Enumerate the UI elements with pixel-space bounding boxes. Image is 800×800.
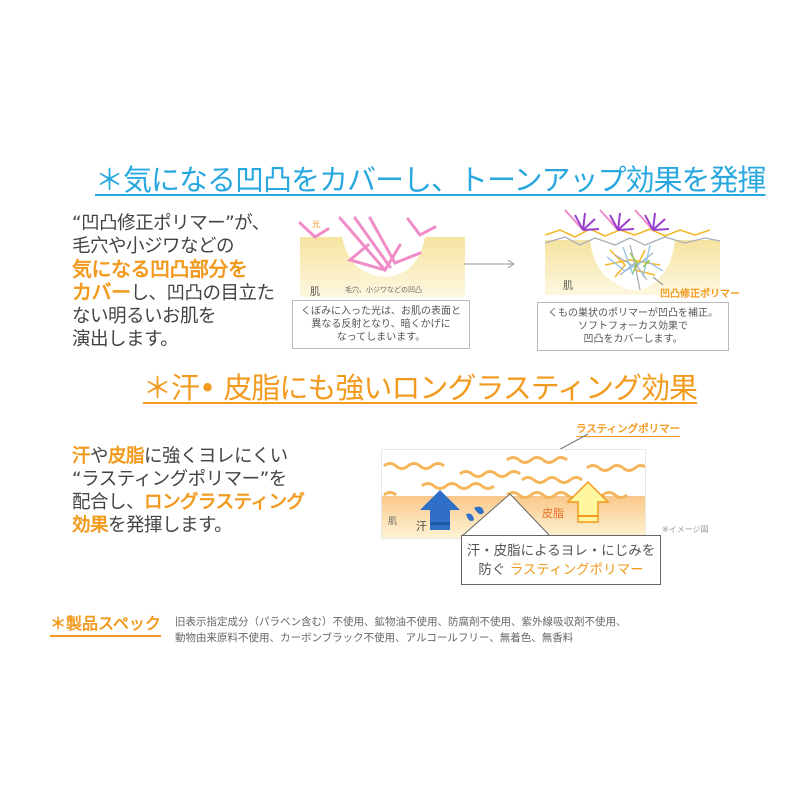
right-arrow-icon (464, 259, 516, 269)
caption-line: くぼみに入った光は、お肌の表面と (301, 306, 461, 317)
copy-line: 配合し、ロングラスティング (72, 491, 305, 514)
caption-after: くもの巣状のポリマーが凹凸を補正。 ソフトフォーカス効果で 凹凸をカバーします。 (537, 302, 729, 351)
copy-line: 汗や皮脂に強くヨレにくい (72, 445, 305, 468)
lasting-callout: 汗・皮脂によるヨレ・にじみを 防ぐ ラスティングポリマー (461, 535, 661, 585)
sweat-label: 汗 (416, 520, 427, 533)
section-heading-tone-up: ＊気になる凹凸をカバーし、トーンアップ効果を発揮 (95, 163, 767, 197)
polymer-waves-illustration (383, 456, 645, 530)
caption-line: 異なる反射となり、暗くかげに (311, 319, 451, 330)
copy-line: 演出します。 (72, 329, 179, 350)
copy-highlight: 皮脂 (108, 446, 145, 467)
copy-highlight: 効果 (72, 515, 109, 536)
copy-line-highlight: 気になる凹凸部分を (72, 257, 248, 281)
callout-highlight: ラスティングポリマー (509, 562, 644, 578)
section2-description: 汗や皮脂に強くヨレにくい “ラスティングポリマー”を 配合し、ロングラスティング… (72, 445, 305, 537)
lasting-polymer-label: ラスティングポリマー (576, 423, 681, 437)
copy-text: や (90, 446, 109, 467)
spec-line: 動物由来原料不使用、カーボンブラック不使用、アルコールフリー、無着色、無香料 (175, 632, 574, 644)
polymer-web-illustration (544, 209, 721, 295)
diagram-light-reflection-before: 光 肌 毛穴、小ジワなどの凹凸 くぼみに入った光は、お肌の表面と 異なる反射とな… (290, 215, 480, 349)
copy-highlight: カバー (72, 280, 131, 304)
copy-line: カバーし、凹凸の目立た (72, 281, 275, 305)
spec-line: 旧表示指定成分（パラベン含む）不使用、鉱物油不使用、防腐剤不使用、紫外線吸収剤不… (175, 616, 627, 628)
sebum-label: 皮脂 (542, 507, 564, 520)
diagram-polymer-cover-after: 肌 凹凸修正ポリマー くもの巣状のポリマーが凹凸を補正。 ソフトフォーカス効果で… (535, 205, 740, 351)
copy-text: し、凹凸の目立た (130, 283, 276, 304)
caption-line: なってしまいます。 (336, 332, 426, 343)
copy-line: 効果を発揮します。 (72, 514, 305, 537)
copy-line: 毛穴や小ジワなどの (72, 236, 235, 257)
light-label: 光 (312, 220, 320, 229)
copy-line: ない明るいお肌を (72, 306, 217, 327)
copy-highlight: 汗 (72, 446, 91, 467)
copy-line: “ラスティングポリマー”を (72, 469, 287, 490)
polymer-label: 凹凸修正ポリマー (660, 289, 740, 300)
section-heading-long-lasting: ＊汗• 皮脂にも強いロングラスティング効果 (143, 371, 698, 405)
section1-description: “凹凸修正ポリマー”が、 毛穴や小ジワなどの 気になる凹凸部分を カバーし、凹凸… (72, 212, 275, 351)
spec-details: 旧表示指定成分（パラベン含む）不使用、鉱物油不使用、防腐剤不使用、紫外線吸収剤不… (175, 614, 627, 646)
copy-text: に強くヨレにくい (144, 446, 288, 467)
skin-label: 肌 (388, 517, 398, 527)
copy-line: “凹凸修正ポリマー”が、 (72, 213, 270, 234)
water-drop-icon (474, 506, 484, 515)
callout-text: 防ぐ (478, 562, 506, 578)
sebum-arrow-icon (566, 480, 610, 523)
callout-line: 汗・皮脂によるヨレ・にじみを (466, 543, 656, 559)
copy-text: を発揮します。 (108, 515, 233, 536)
callout-pointer (461, 493, 551, 537)
callout-line: 防ぐ ラスティングポリマー (462, 561, 660, 580)
pore-light-illustration (298, 216, 465, 297)
copy-highlight: ロングラスティング (144, 492, 305, 513)
caption-line: ソフトフォーカス効果で (578, 321, 688, 332)
skin-label: 肌 (563, 281, 573, 292)
image-note: ※イメージ図 (662, 525, 709, 534)
sweat-arrow-icon (420, 490, 460, 530)
copy-text: 配合し、 (72, 492, 145, 513)
skin-label: 肌 (310, 287, 320, 298)
spec-title: ＊製品スペック (50, 610, 161, 637)
caption-line: 凹凸をカバーします。 (583, 334, 683, 345)
pore-label: 毛穴、小ジワなどの凹凸 (345, 286, 422, 294)
caption-before: くぼみに入った光は、お肌の表面と 異なる反射となり、暗くかげに なってしまいます… (292, 300, 470, 349)
caption-line: くもの巣状のポリマーが凹凸を補正。 (548, 308, 718, 319)
